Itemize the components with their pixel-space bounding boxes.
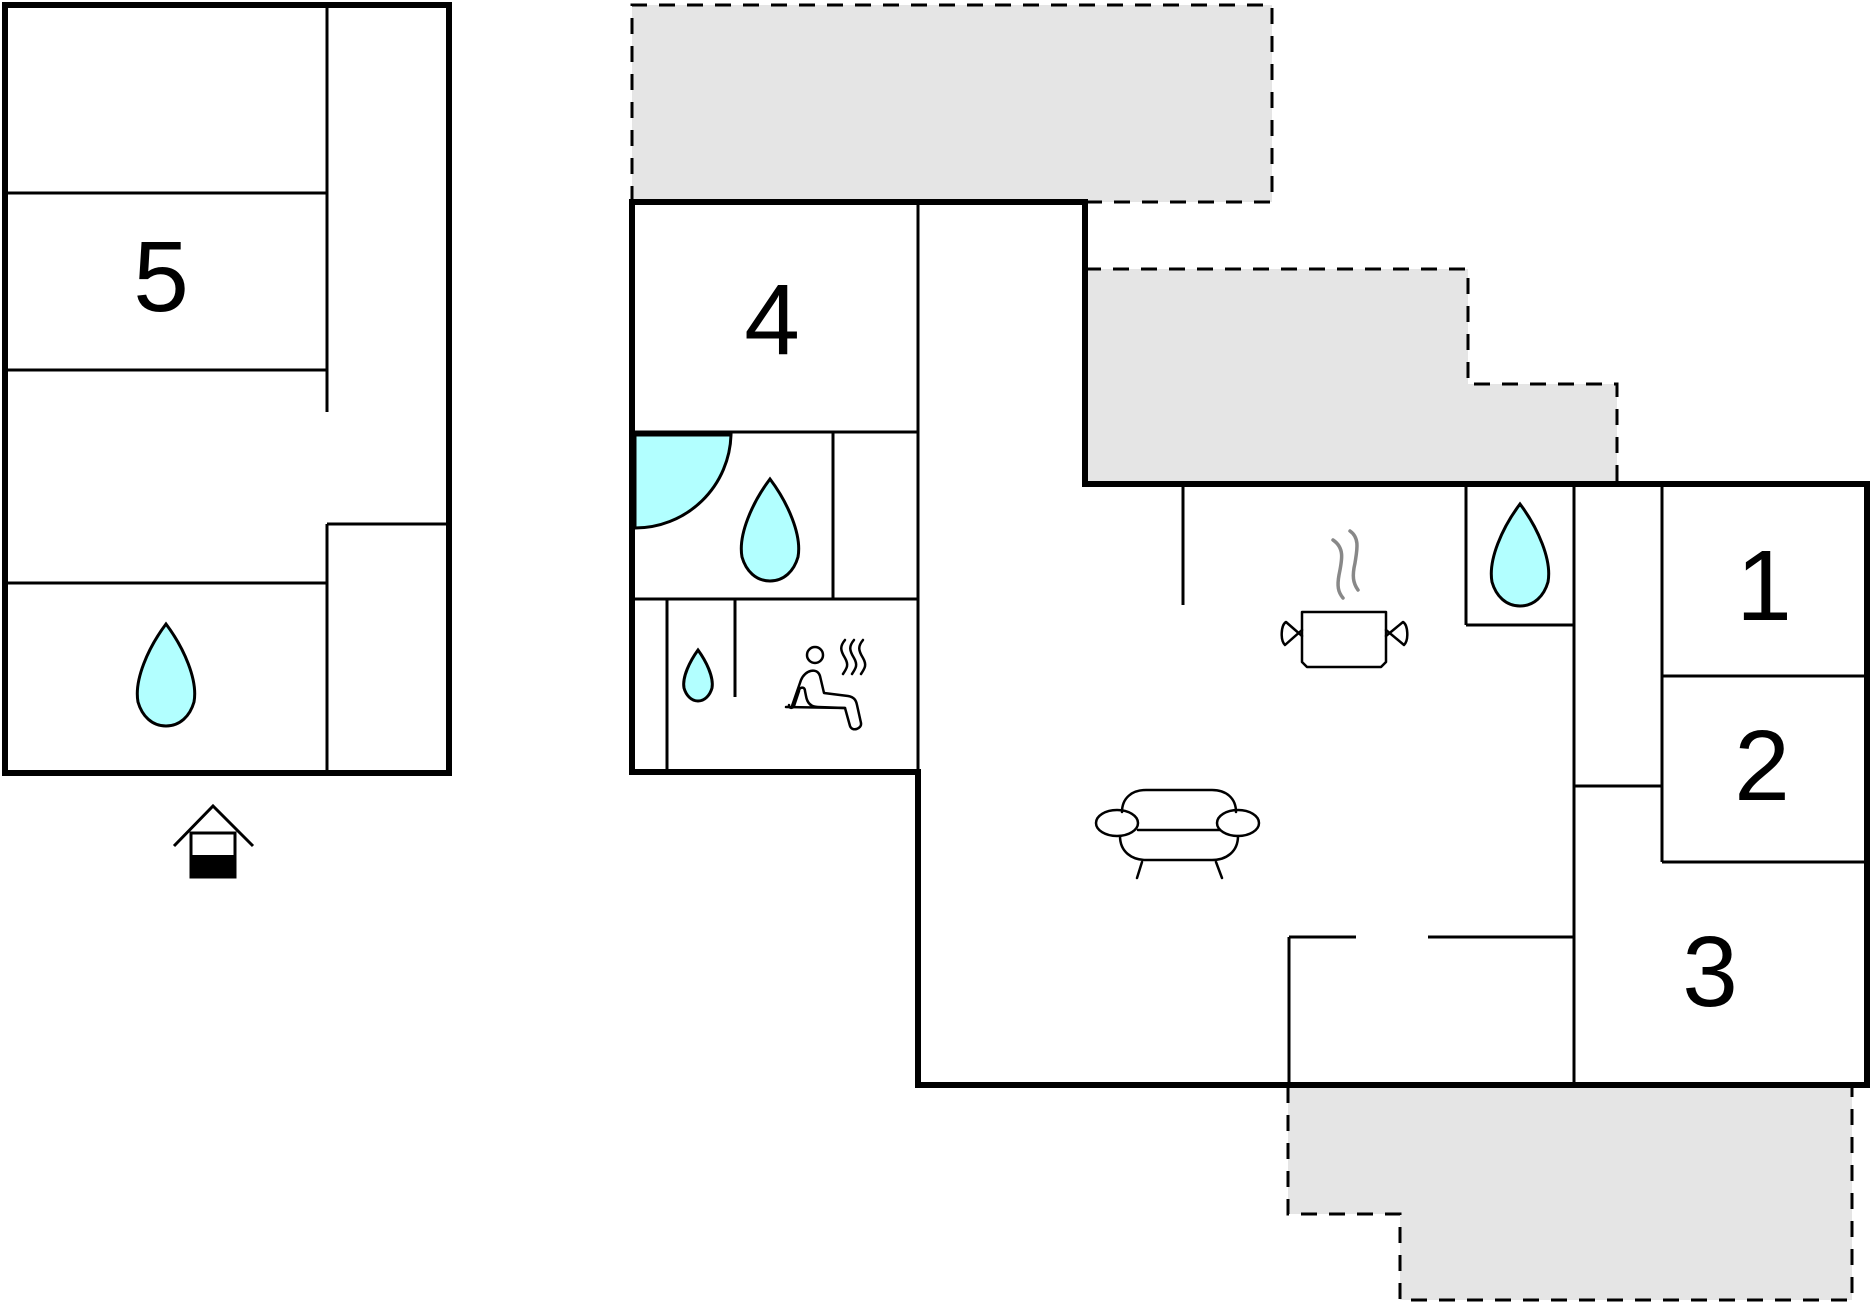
room-number-3: 3 bbox=[1682, 916, 1738, 1028]
water-drop-icon bbox=[682, 647, 714, 703]
room-number-2: 2 bbox=[1734, 710, 1790, 822]
terrace-top bbox=[630, 3, 1274, 204]
water-drop-icon bbox=[1489, 501, 1551, 608]
room-number-5: 5 bbox=[133, 221, 189, 333]
terrace-bottom bbox=[1286, 1083, 1854, 1302]
sauna-icon bbox=[784, 638, 867, 731]
room-number-4: 4 bbox=[744, 264, 800, 376]
room-number-1: 1 bbox=[1736, 530, 1792, 642]
water-drop-icon bbox=[135, 621, 197, 728]
main-building bbox=[629, 199, 1870, 1088]
annex-outer-wall bbox=[2, 2, 452, 776]
shower-icon bbox=[633, 433, 733, 530]
water-drop-icon bbox=[739, 476, 801, 583]
kitchen-pot-icon bbox=[1280, 529, 1409, 669]
terraces bbox=[630, 3, 1854, 1302]
sofa-icon bbox=[1094, 788, 1261, 880]
house-entrance-icon bbox=[172, 803, 255, 879]
annex-building bbox=[2, 2, 452, 776]
terrace-middle bbox=[1083, 267, 1619, 486]
main-outer-wall bbox=[629, 199, 1870, 1088]
